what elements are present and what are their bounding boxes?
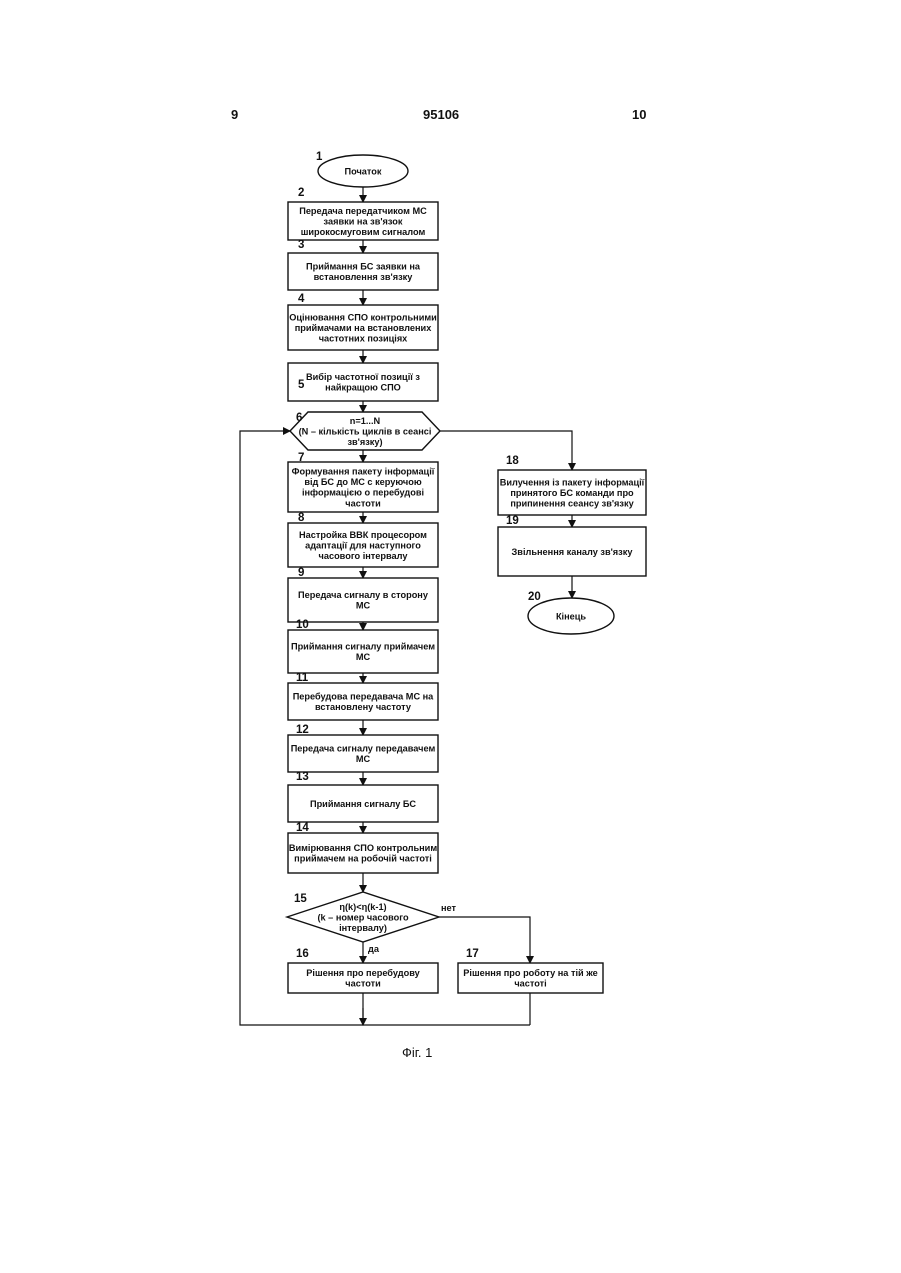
figure-caption: Фіг. 1 xyxy=(402,1045,432,1060)
connector-15-17-no xyxy=(439,917,530,963)
step-17-text: частоті xyxy=(514,979,546,989)
step-20-number: 20 xyxy=(528,591,541,603)
step-12-text: МС xyxy=(356,754,371,764)
step-15-text: η(k)<η(k-1) xyxy=(339,902,386,912)
step-9-number: 9 xyxy=(298,567,304,579)
step-6-number: 6 xyxy=(296,412,302,424)
step-14-text: приймачем на робочій частоті xyxy=(294,854,432,864)
step-8-text: адаптації для наступного xyxy=(305,540,421,550)
step-7-text: частоти xyxy=(345,498,381,508)
step-17-number: 17 xyxy=(466,948,479,960)
step-6-text: зв'язку) xyxy=(347,437,382,447)
step-5-number: 5 xyxy=(298,379,305,391)
step-4-text: частотних позиціях xyxy=(319,334,408,344)
step-17-text: Рішення про роботу на тій же xyxy=(463,968,597,978)
step-3-text: Приймання БС заявки на xyxy=(306,262,421,272)
step-20-text: Кінець xyxy=(556,611,586,621)
step-7-number: 7 xyxy=(298,452,304,464)
step-11-text: встановлену частоту xyxy=(315,702,412,712)
step-13-number: 13 xyxy=(296,771,309,783)
step-11-text: Перебудова передавача МС на xyxy=(293,692,434,702)
step-7-text: інформацією о перебудові xyxy=(302,488,424,498)
step-15-text: (k – номер часового xyxy=(317,912,409,922)
step-5-text: Вибір частотної позиції з xyxy=(306,372,420,382)
step-14-text: Вимірювання СПО контрольним xyxy=(289,843,437,853)
step-18-text: припинення сеансу зв'язку xyxy=(510,499,634,509)
step-5-text: найкращою СПО xyxy=(325,383,401,393)
step-2-number: 2 xyxy=(298,187,304,199)
step-2-text: Передача передатчиком МС xyxy=(299,206,427,216)
step-16-text: Рішення про перебудову xyxy=(306,968,420,978)
step-6-text: (N – кількість циклів в сеансі xyxy=(299,426,432,436)
step-2-text: широкосмуговим сигналом xyxy=(301,227,426,237)
step-8-number: 8 xyxy=(298,512,305,524)
step-13-text: Приймання сигналу БС xyxy=(310,799,416,809)
step-15-text: інтервалу) xyxy=(339,923,387,933)
step-6-text: n=1...N xyxy=(350,416,381,426)
step-9-text: МС xyxy=(356,601,371,611)
step-7-text: Формування пакету інформації xyxy=(292,467,435,477)
step-10-text: МС xyxy=(356,652,371,662)
step-16-text: частоти xyxy=(345,979,381,989)
step-12-text: Передача сигналу передавачем xyxy=(291,744,436,754)
step-9-text: Передача сигналу в сторону xyxy=(298,590,429,600)
step-19-number: 19 xyxy=(506,515,519,527)
step-16-number: 16 xyxy=(296,948,309,960)
step-3-text: встановлення зв'язку xyxy=(314,272,414,282)
step-18-text: Вилучення із пакету інформації xyxy=(500,477,645,487)
step-4-text: Оцінювання СПО контрольними xyxy=(289,312,437,322)
step-1-number: 1 xyxy=(316,151,323,163)
step-8-text: часового інтервалу xyxy=(319,551,409,561)
step-10-number: 10 xyxy=(296,619,309,631)
step-8-text: Настройка ВВК процесором xyxy=(299,530,427,540)
step-4-number: 4 xyxy=(298,293,305,305)
branch-yes-label: да xyxy=(368,944,380,954)
step-7-text: від БС до МС с керуючою xyxy=(304,477,422,487)
step-10-text: Приймання сигналу приймачем xyxy=(291,642,435,652)
step-4-text: приймачами на встановлених xyxy=(295,323,433,333)
step-3-number: 3 xyxy=(298,239,304,251)
step-15-number: 15 xyxy=(294,893,307,905)
step-18-number: 18 xyxy=(506,455,519,467)
branch-no-label: нет xyxy=(441,903,457,913)
step-12-number: 12 xyxy=(296,724,309,736)
step-11-number: 11 xyxy=(296,672,309,684)
step-19-text: Звільнення каналу зв'язку xyxy=(512,547,634,557)
step-18-text: принятого БС команди про xyxy=(510,488,634,498)
step-14-number: 14 xyxy=(296,822,309,834)
step-2-text: заявки на зв'язок xyxy=(324,216,403,226)
loop-back-connector xyxy=(240,431,530,1025)
step-1-text: Початок xyxy=(344,166,381,176)
